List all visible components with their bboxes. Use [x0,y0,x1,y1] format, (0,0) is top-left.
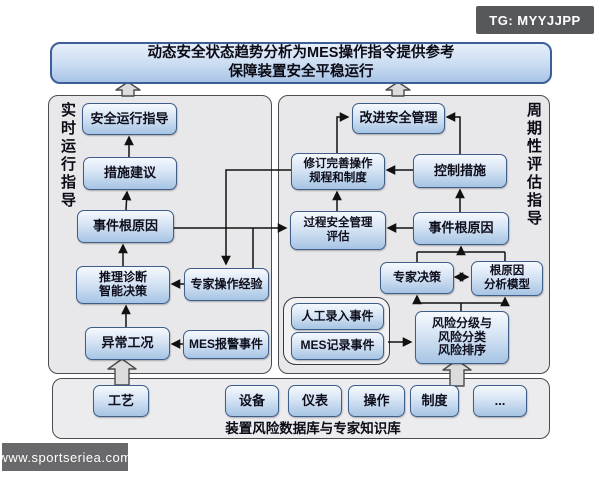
knowledge-base-label: 装置风险数据库与专家知识库 [225,421,401,436]
node-measure-suggestions: 措施建议 [83,157,177,190]
site-watermark-badge: www.sportseriea.com [0,443,131,471]
node-event-root-cause-right: 事件根原因 [413,212,509,245]
title-line2: 保障装置安全平稳运行 [228,64,374,80]
right-panel-label: 周期性评估指导 [525,102,542,228]
node-label: 评估 [326,230,350,243]
node-abnormal-condition: 异常工况 [85,327,170,360]
node-label: 修订完善操作 [303,158,373,171]
db-item-more: ... [473,385,527,417]
node-label: 风险分类 [437,329,486,344]
node-label: 推理诊断 [98,270,147,285]
node-label: 规程和制度 [309,171,367,184]
node-risk-grading: 风险分级与 风险分类 风险排序 [415,311,509,364]
telegram-watermark-badge: TG: MYYJJPP [476,6,594,34]
title-line1: 动态安全状态趋势分析为MES操作指令提供参考 [147,45,455,62]
node-label: 根原因 [489,265,525,278]
node-reasoning-diagnosis: 推理诊断 智能决策 [76,266,170,304]
node-control-measures: 控制措施 [413,154,507,188]
node-revise-procedures: 修订完善操作 规程和制度 [291,153,385,190]
node-event-root-cause-left: 事件根原因 [77,210,174,243]
node-mes-recorded-event: MES记录事件 [291,332,384,360]
db-item-process: 工艺 [93,385,149,417]
db-item-operation: 操作 [348,385,405,417]
node-mes-alarm-event: MES报警事件 [183,330,269,359]
node-expert-operation-experience: 专家操作经验 [184,268,269,301]
node-process-safety-evaluation: 过程安全管理 评估 [290,211,386,250]
title-banner: 动态安全状态趋势分析为MES操作指令提供参考 保障装置安全平稳运行 [50,42,552,84]
node-root-cause-analysis-model: 根原因 分析模型 [471,261,543,296]
db-item-instrument: 仪表 [288,385,342,417]
node-manual-entry-event: 人工录入事件 [291,303,384,330]
node-label: 分析模型 [484,278,530,291]
node-label: 风险排序 [437,343,486,358]
node-label: 智能决策 [98,284,147,298]
db-item-equipment: 设备 [225,385,279,417]
node-label: 过程安全管理 [303,217,373,230]
node-expert-decision: 专家决策 [380,262,454,294]
db-item-regulation: 制度 [410,385,459,417]
node-label: 风险分级与 [431,315,492,330]
left-panel-label: 实时运行指导 [59,102,76,210]
node-improve-safety-management: 改进安全管理 [352,103,445,134]
node-safety-operation-guidance: 安全运行指导 [82,103,177,135]
